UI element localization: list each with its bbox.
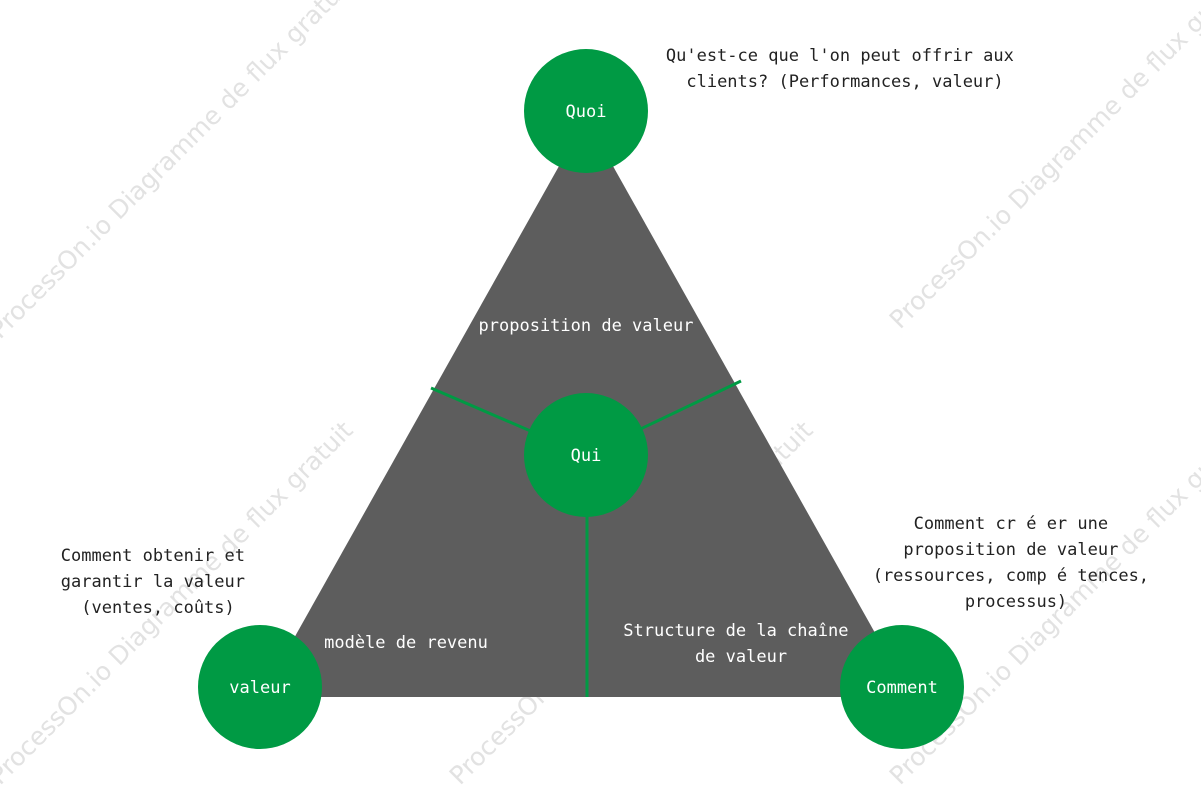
annotation-right: Comment cr é er une proposition de valeu… [873,514,1160,612]
region-label-top: proposition de valeur [479,316,694,336]
region-label-top-line: proposition de valeur [479,316,694,336]
annotation-left-line-1: Comment obtenir et [61,546,245,566]
node-quoi-label: Quoi [566,102,607,122]
region-label-bottom-right-line-2: de valeur [695,647,787,667]
node-comment: Comment [840,625,964,749]
node-valeur: valeur [198,625,322,749]
region-label-bottom-left-line: modèle de revenu [324,633,488,653]
region-label-bottom-right-line-1: Structure de la chaîne [623,621,848,641]
node-comment-label: Comment [866,678,938,698]
watermark-text: ProcessOn.io Diagramme de flux gratuit [0,0,359,344]
annotation-top-line-2: clients? (Performances, valeur) [686,72,1003,92]
region-label-bottom-left: modèle de revenu [324,633,488,653]
annotation-top: Qu'est-ce que l'on peut offrir aux clien… [666,46,1024,92]
annotation-top-line-1: Qu'est-ce que l'on peut offrir aux [666,46,1014,66]
watermark-text: ProcessOn.io Diagramme de flux gratuit [444,0,819,4]
node-qui-label: Qui [571,446,602,466]
annotation-right-line-1: Comment cr é er une [914,514,1108,534]
annotation-right-line-3: (ressources, comp é tences, [873,566,1149,586]
annotation-right-line-2: proposition de valeur [903,540,1118,560]
region-label-bottom-right: Structure de la chaîne de valeur [623,621,858,667]
node-valeur-label: valeur [229,678,290,698]
annotation-right-line-4: processus) [965,592,1067,612]
annotation-left-line-3: (ventes, coûts) [81,598,235,618]
annotation-left: Comment obtenir et garantir la valeur (v… [61,546,255,618]
node-quoi: Quoi [524,49,648,173]
annotation-left-line-2: garantir la valeur [61,572,245,592]
node-qui: Qui [524,393,648,517]
